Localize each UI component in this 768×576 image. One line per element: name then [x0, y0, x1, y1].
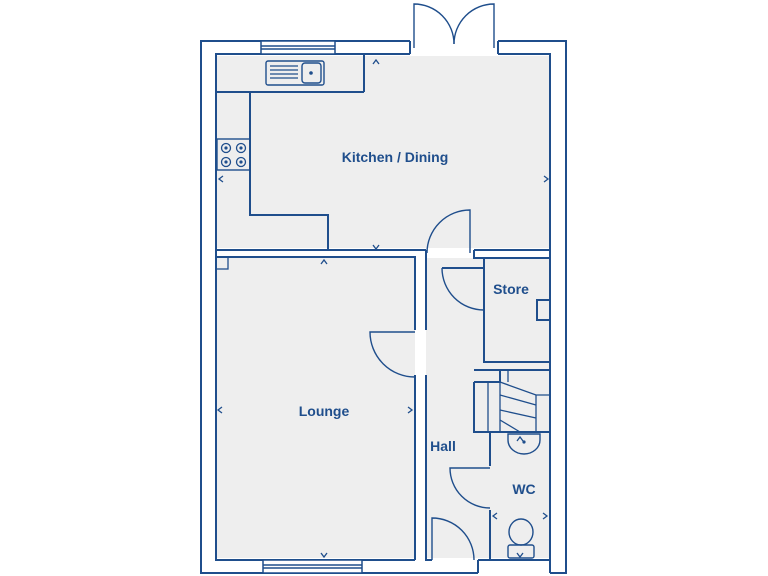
basin-icon [507, 433, 541, 455]
room-label-wc: WC [512, 481, 535, 497]
store-door [441, 267, 485, 311]
staircase [473, 369, 550, 433]
window-kitchen [260, 40, 336, 55]
floor-fill [216, 56, 550, 558]
dimension-markers [216, 58, 550, 559]
sink-icon [265, 60, 325, 86]
room-label-lounge: Lounge [299, 403, 350, 419]
hob-icon [216, 138, 251, 171]
kitchen-door [426, 209, 471, 254]
window-lounge [262, 559, 363, 574]
lounge-door [369, 331, 416, 378]
room-label-hall: Hall [430, 438, 456, 454]
room-label-kitchen: Kitchen / Dining [342, 149, 449, 165]
front-door [425, 517, 475, 561]
kitchen-worktop [216, 54, 365, 250]
wc-walls [478, 432, 550, 561]
wc-door [449, 467, 491, 509]
partition-wall [215, 249, 550, 560]
toilet-icon [507, 518, 535, 559]
french-doors [413, 3, 495, 48]
room-label-store: Store [493, 281, 529, 297]
